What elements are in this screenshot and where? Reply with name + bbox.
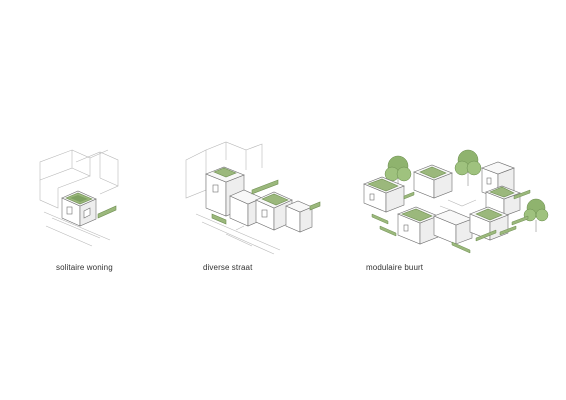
caption-solitary-house: solitaire woning xyxy=(56,263,113,272)
tree-north-west xyxy=(384,155,412,192)
solitary-house-drawing xyxy=(39,149,119,247)
street-ghost-context xyxy=(185,141,281,255)
caption-diverse-street: diverse straat xyxy=(203,263,253,272)
neighbourhood-trees xyxy=(384,149,549,232)
caption-modular-neighbourhood: modulaire buurt xyxy=(366,263,424,272)
street-row-houses xyxy=(205,166,321,233)
neighbourhood-modules xyxy=(363,161,521,245)
tree-north xyxy=(454,149,482,186)
tree-east xyxy=(523,198,549,232)
solitary-house xyxy=(61,190,117,227)
neighbourhood-hedges xyxy=(371,189,531,254)
